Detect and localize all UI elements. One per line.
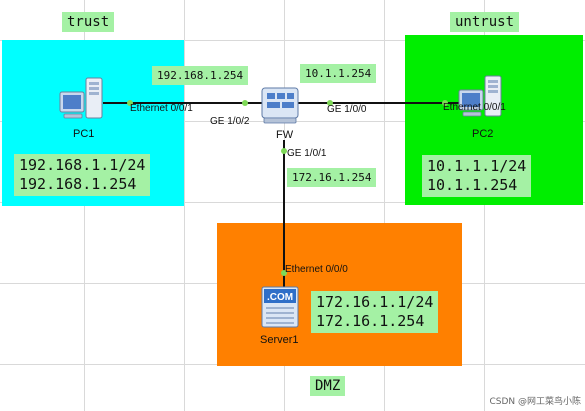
fw-dmz-interface-ip: 172.16.1.254 [287,168,377,187]
firewall-icon [261,87,299,124]
trust-zone-label: trust [62,12,115,32]
server-com-text: .COM [267,292,293,303]
fw-untrust-interface-ip: 10.1.1.254 [300,64,377,83]
server1-ip: 172.16.1.1/24 [316,293,434,311]
pc1-port-label: Ethernet 0/0/1 [130,103,193,114]
server1-device[interactable]: .COM [258,283,302,331]
pc2-name: PC2 [472,128,494,140]
port-dot-fw-ge102 [242,100,248,106]
watermark: CSDN @网工菜鸟小陈 [489,397,581,407]
fw-device[interactable] [258,84,302,128]
server1-name: Server1 [260,334,299,346]
pc2-gateway: 10.1.1.254 [427,176,518,194]
desktop-pc-icon [59,77,103,119]
pc1-gateway: 192.168.1.254 [19,175,137,193]
untrust-zone-label: untrust [450,12,520,32]
server-icon: .COM [261,286,299,328]
pc1-ip: 192.168.1.1/24 [19,156,146,174]
pc2-device[interactable] [455,72,507,128]
server1-gateway: 172.16.1.254 [316,312,425,330]
server1-port-label: Ethernet 0/0/0 [285,264,348,275]
pc1-name: PC1 [73,128,95,140]
dmz-zone-label: DMZ [310,376,346,396]
pc2-port-label: Ethernet 0/0/1 [443,102,506,113]
pc2-address-block: 10.1.1.1/24 10.1.1.254 [422,155,532,197]
desktop-pc-icon [458,75,502,117]
pc1-address-block: 192.168.1.1/24 192.168.1.254 [14,154,151,196]
fw-port-ge102: GE 1/0/2 [210,116,250,127]
fw-trust-interface-ip: 192.168.1.254 [152,66,249,85]
fw-port-ge100: GE 1/0/0 [327,104,367,115]
fw-name: FW [276,129,294,141]
server1-address-block: 172.16.1.1/24 172.16.1.254 [311,291,439,333]
pc2-ip: 10.1.1.1/24 [427,157,527,175]
pc1-device[interactable] [56,74,108,130]
fw-port-ge101: GE 1/0/1 [287,148,327,159]
